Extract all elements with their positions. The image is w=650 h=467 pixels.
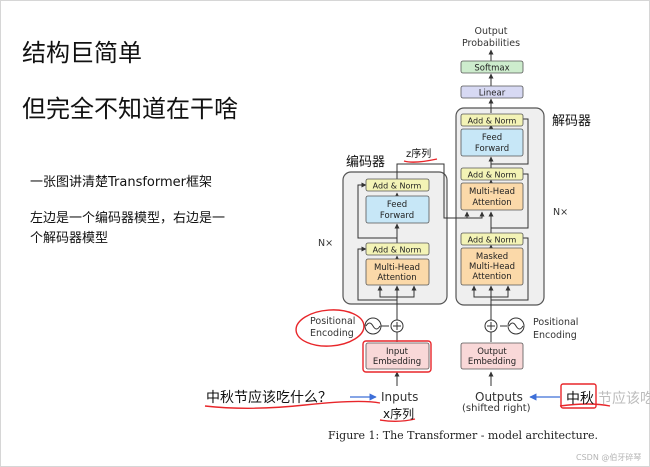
encoder-add-norm-bottom-label: Add & Norm (373, 246, 422, 255)
encoder-multi-head-line1: Multi-Head (374, 263, 420, 273)
input-embedding-line2: Embedding (373, 357, 421, 367)
answer-text-faded: 节应该吃 (598, 391, 650, 407)
decoder-add-norm-middle-label: Add & Norm (468, 171, 517, 180)
output-embedding-line1: Output (477, 347, 507, 357)
encoder-nx-label: N× (318, 238, 333, 249)
output-embedding-line2: Embedding (468, 357, 516, 367)
decoder-positional-encoding-line2: Encoding (533, 330, 577, 341)
encoder-add-norm-bottom (365, 242, 430, 256)
decoder-masked-attention (460, 247, 524, 286)
encoder-multi-head-line2: Attention (377, 273, 416, 283)
encoder-positional-encoding-line1: Positional (310, 316, 355, 327)
answer-text: 中秋 (566, 391, 594, 407)
description-line-2: 左边是一个编码器模型，右边是一 (30, 211, 226, 226)
decoder-feed-forward-line2: Forward (475, 144, 509, 154)
shifted-right-label: (shifted right) (462, 403, 531, 414)
encoder-positional-encoding-line2: Encoding (310, 328, 354, 339)
decoder-cross-attention (460, 182, 524, 211)
description-line-1: 一张图讲清楚Transformer框架 (30, 175, 213, 190)
input-embedding (365, 342, 430, 370)
decoder-feed-forward-line1: Feed (482, 133, 502, 143)
decoder-nx-label: N× (553, 207, 568, 218)
decoder-feed-forward (460, 128, 524, 157)
encoder-add-norm-top (365, 178, 430, 192)
decoder-add-norm-bottom-label: Add & Norm (468, 236, 517, 245)
encoder-feed-forward-line2: Forward (380, 211, 414, 221)
red-annotations (204, 158, 611, 422)
decoder-add-norm-top (460, 113, 524, 127)
decoder-masked-line1: Masked (476, 252, 508, 262)
output-probabilities-line2: Probabilities (462, 38, 520, 49)
encoder-feed-forward-line1: Feed (387, 200, 407, 210)
outputs-label: Outputs (475, 390, 523, 404)
decoder-masked-line2: Multi-Head (469, 262, 515, 272)
encoder-add-norm-top-label: Add & Norm (373, 182, 422, 191)
slide-title-1: 结构巨简单 (22, 39, 142, 67)
watermark: CSDN @伯牙碎琴 (576, 453, 642, 462)
softmax-block (460, 60, 524, 74)
output-probabilities-line1: Output (475, 26, 508, 37)
decoder-add-norm-bottom (460, 232, 524, 246)
z-sequence-label: z序列 (406, 147, 431, 160)
encoder-multi-head-attention (365, 258, 430, 286)
decoder-cross-attention-line1: Multi-Head (469, 187, 515, 197)
decoder-cross-attention-line2: Attention (472, 198, 511, 208)
decoder-positional-encoding-line1: Positional (533, 317, 578, 328)
linear-label: Linear (479, 89, 506, 99)
decoder-add-norm-middle (460, 167, 524, 181)
decoder-masked-line3: Attention (472, 272, 511, 282)
encoder-label: 编码器 (346, 155, 385, 170)
decoder-add-norm-top-label: Add & Norm (468, 117, 517, 126)
question-text: 中秋节应该吃什么？ (206, 390, 332, 406)
linear-block (460, 85, 524, 99)
encoder-feed-forward (365, 195, 430, 224)
decoder-label: 解码器 (552, 114, 591, 129)
input-embedding-line1: Input (386, 347, 409, 357)
slide-title-2: 但完全不知道在干啥 (22, 95, 238, 123)
inputs-label: Inputs (381, 390, 419, 404)
x-sequence-label: x序列 (383, 407, 415, 421)
description-line-3: 个解码器模型 (30, 231, 109, 246)
figure-caption: Figure 1: The Transformer - model archit… (328, 429, 598, 442)
softmax-label: Softmax (474, 64, 509, 74)
output-embedding (460, 342, 524, 370)
